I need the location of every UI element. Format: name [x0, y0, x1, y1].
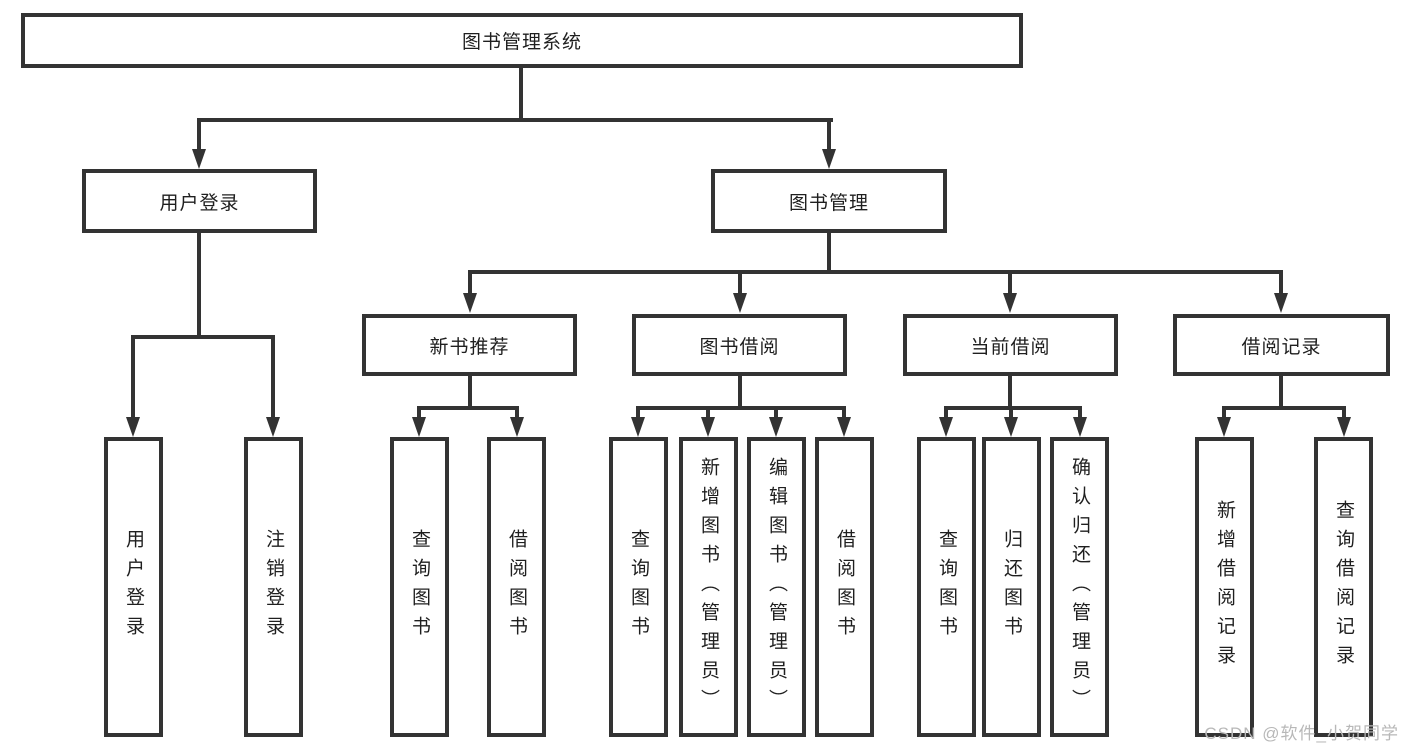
connector-drop-br-query	[1342, 406, 1346, 420]
arrow-down-icon	[266, 417, 280, 437]
connector-drop-cb-confirm	[1078, 406, 1082, 420]
connector-drop-rec-borrow	[515, 406, 519, 420]
arrow-down-icon	[733, 293, 747, 313]
leaf-rec-borrow-books: 借阅图书	[487, 437, 546, 737]
connector-book-mgmt-stub	[827, 233, 831, 273]
leaf-records-add-record: 新增借阅记录	[1195, 437, 1254, 737]
connector-book-borrow-stub	[738, 375, 742, 408]
connector-drop-book-borrow	[738, 270, 742, 295]
connector-level3-rail	[468, 270, 1283, 274]
leaf-borrow-query-books: 查询图书	[609, 437, 668, 737]
arrow-down-icon	[631, 417, 645, 437]
node-new-book-recommend: 新书推荐	[362, 314, 577, 376]
arrow-down-icon	[837, 417, 851, 437]
connector-current-borrow-rail	[944, 406, 1082, 410]
connector-drop-cb-return	[1009, 406, 1013, 420]
connector-new-book-rec-stub	[468, 375, 472, 408]
connector-current-borrow-stub	[1008, 375, 1012, 408]
node-library-management-system: 图书管理系统	[21, 13, 1023, 68]
leaf-current-return-books: 归还图书	[982, 437, 1041, 737]
arrow-down-icon	[1337, 417, 1351, 437]
arrow-down-icon	[510, 417, 524, 437]
arrow-down-icon	[1274, 293, 1288, 313]
connector-drop-leaf-logout	[271, 335, 275, 420]
arrow-down-icon	[701, 417, 715, 437]
connector-drop-cb-query	[944, 406, 948, 420]
leaf-borrow-borrow-books: 借阅图书	[815, 437, 874, 737]
connector-drop-book-mgmt	[827, 118, 831, 151]
arrow-down-icon	[192, 149, 206, 169]
arrow-down-icon	[822, 149, 836, 169]
connector-drop-current-borrow	[1008, 270, 1012, 295]
connector-drop-leaf-user-login	[131, 335, 135, 420]
arrow-down-icon	[1004, 417, 1018, 437]
leaf-borrow-edit-books-admin: 编辑图书（管理员）	[747, 437, 806, 737]
leaf-records-query-record: 查询借阅记录	[1314, 437, 1373, 737]
leaf-user-login: 用户登录	[104, 437, 163, 737]
node-book-management: 图书管理	[711, 169, 947, 233]
arrow-down-icon	[126, 417, 140, 437]
node-user-login: 用户登录	[82, 169, 317, 233]
connector-drop-br-add	[1222, 406, 1226, 420]
leaf-current-query-books: 查询图书	[917, 437, 976, 737]
connector-drop-bb-query	[636, 406, 640, 420]
connector-level2-rail	[197, 118, 833, 122]
connector-drop-bb-borrow	[842, 406, 846, 420]
leaf-borrow-add-books-admin: 新增图书（管理员）	[679, 437, 738, 737]
arrow-down-icon	[1073, 417, 1087, 437]
connector-borrow-records-rail	[1222, 406, 1346, 410]
connector-book-borrow-rail	[636, 406, 846, 410]
leaf-rec-query-books: 查询图书	[390, 437, 449, 737]
connector-user-login-rail	[131, 335, 275, 339]
connector-new-book-rec-rail	[417, 406, 519, 410]
leaf-current-confirm-return-admin: 确认归还（管理员）	[1050, 437, 1109, 737]
arrow-down-icon	[939, 417, 953, 437]
node-current-borrowing: 当前借阅	[903, 314, 1118, 376]
arrow-down-icon	[412, 417, 426, 437]
connector-drop-bb-add	[706, 406, 710, 420]
arrow-down-icon	[1003, 293, 1017, 313]
connector-root-stub	[519, 68, 523, 118]
node-book-borrowing: 图书借阅	[632, 314, 847, 376]
arrow-down-icon	[463, 293, 477, 313]
connector-user-login-stub	[197, 232, 201, 337]
connector-drop-bb-edit	[774, 406, 778, 420]
connector-drop-user-login	[197, 118, 201, 151]
connector-drop-borrow-records	[1279, 270, 1283, 295]
arrow-down-icon	[1217, 417, 1231, 437]
arrow-down-icon	[769, 417, 783, 437]
csdn-watermark: CSDN @软件_小贺同学	[1204, 724, 1399, 743]
connector-borrow-records-stub	[1279, 375, 1283, 406]
leaf-logout: 注销登录	[244, 437, 303, 737]
connector-drop-new-book-rec	[468, 270, 472, 295]
node-borrowing-records: 借阅记录	[1173, 314, 1390, 376]
connector-drop-rec-query	[417, 406, 421, 420]
